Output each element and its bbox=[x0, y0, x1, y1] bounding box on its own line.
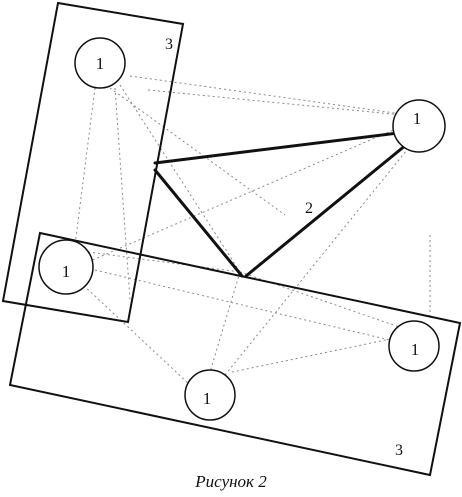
node: 1 bbox=[74, 37, 126, 89]
dotted-edge bbox=[231, 336, 401, 373]
group-label-horizontal: 3 bbox=[395, 442, 403, 459]
bold-edge bbox=[153, 168, 244, 278]
dotted-edge bbox=[129, 75, 403, 115]
dotted-edge bbox=[114, 87, 131, 301]
node-label: 1 bbox=[203, 389, 212, 408]
dotted-edge bbox=[94, 269, 399, 343]
group-label-vertical: 3 bbox=[165, 36, 173, 53]
node: 1 bbox=[388, 320, 440, 372]
group-box-vertical bbox=[1, 1, 185, 324]
bold-edge bbox=[244, 138, 414, 278]
node-label: 1 bbox=[96, 54, 105, 73]
dotted-edge bbox=[87, 124, 406, 263]
node-label: 1 bbox=[411, 340, 420, 359]
node-label: 1 bbox=[413, 109, 422, 128]
node-circle bbox=[38, 239, 94, 295]
dotted-edge bbox=[209, 271, 241, 373]
node-circle bbox=[184, 369, 236, 421]
edge-label: 2 bbox=[305, 200, 313, 217]
node-label: 1 bbox=[62, 262, 71, 281]
figure-caption: Рисунок 2 bbox=[195, 472, 267, 491]
dotted-edge bbox=[119, 84, 241, 273]
dotted-edge bbox=[147, 89, 403, 116]
dotted-edge bbox=[79, 281, 191, 386]
dotted-edge bbox=[224, 139, 416, 376]
node-circle bbox=[74, 37, 126, 89]
node-circle bbox=[388, 320, 440, 372]
dotted-edge bbox=[74, 87, 96, 246]
group-box-horizontal bbox=[8, 231, 462, 477]
node: 1 bbox=[184, 369, 236, 421]
node: 1 bbox=[38, 239, 94, 295]
node: 1 bbox=[392, 99, 446, 153]
bold-edges bbox=[153, 130, 414, 278]
dotted-connections bbox=[74, 75, 431, 386]
dotted-edge bbox=[87, 251, 241, 273]
dotted-edge bbox=[109, 87, 286, 216]
bold-edge bbox=[153, 130, 408, 165]
node-circle bbox=[392, 99, 446, 153]
